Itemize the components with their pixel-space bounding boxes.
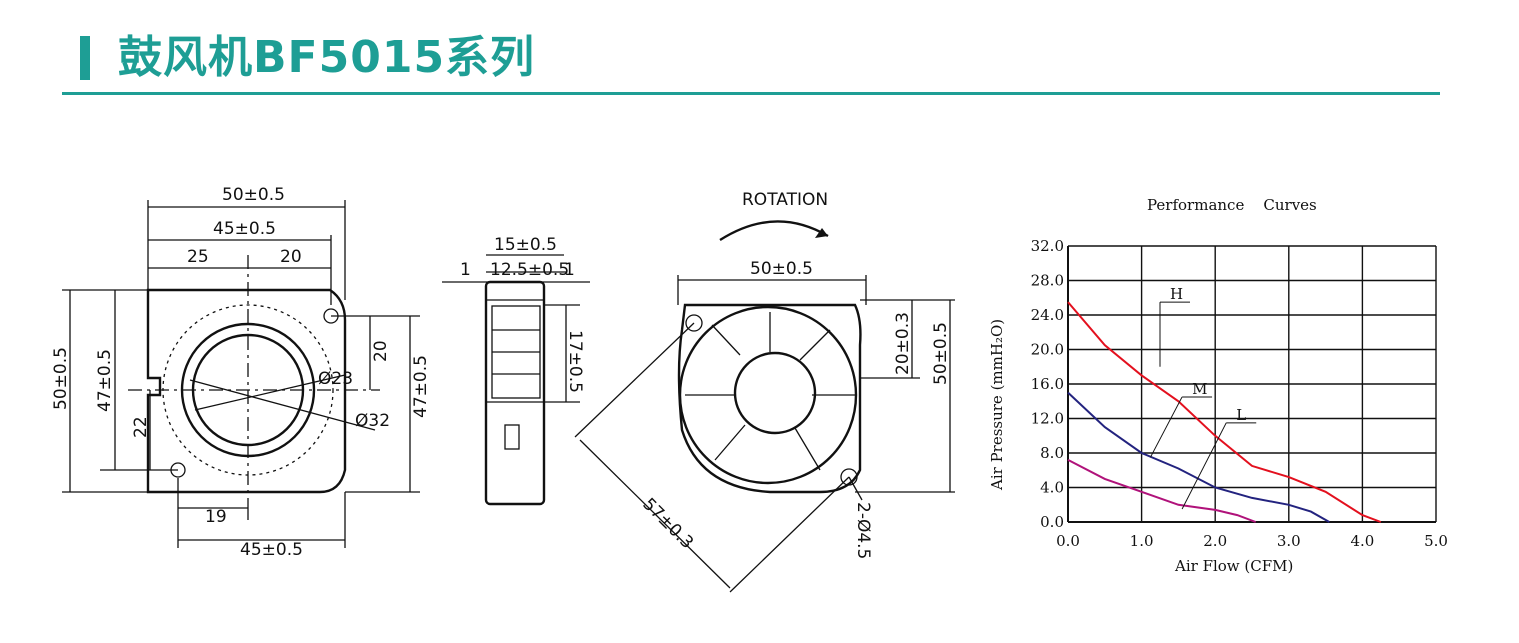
rot-label-h20: 20±0.3 — [893, 312, 913, 375]
title-accent-bar — [80, 36, 90, 80]
front-label-w50: 50±0.5 — [222, 185, 285, 205]
chart-y-tick-label: 4.0 — [1040, 479, 1064, 497]
chart-title: Performance Curves — [1147, 196, 1317, 214]
front-view: 50±0.5 45±0.5 25 20 50±0.5 47±0.5 22 20 … — [51, 185, 431, 560]
rot-blade-7 — [794, 427, 821, 471]
front-label-h47: 47±0.5 — [95, 349, 115, 412]
chart-y-tick-label: 24.0 — [1031, 306, 1064, 324]
chart-x-tick-label: 4.0 — [1350, 532, 1374, 550]
rot-hub — [733, 351, 817, 435]
rot-housing — [677, 303, 862, 494]
chart-y-tick-label: 0.0 — [1040, 513, 1064, 531]
chart-leader-L — [1181, 422, 1227, 510]
rot-ext-diag-1 — [574, 322, 695, 438]
front-label-b19: 19 — [205, 507, 227, 527]
chart-x-tick-label: 0.0 — [1056, 532, 1080, 550]
chart-series-line-L — [1067, 459, 1257, 523]
rotation-arrow-arc — [719, 220, 829, 242]
chart-series-line-H — [1067, 301, 1382, 523]
performance-chart: Performance Curves Air Flow (CFM) Air Pr… — [988, 196, 1448, 575]
chart-y-tick-label: 12.0 — [1031, 410, 1064, 428]
rot-hole-bottom — [840, 468, 858, 486]
side-body — [484, 280, 546, 506]
chart-series-line-M — [1067, 391, 1330, 523]
rotation-arrowhead — [815, 228, 828, 238]
front-label-w25: 25 — [187, 247, 209, 267]
chart-y-tick-label: 20.0 — [1031, 341, 1064, 359]
rot-label-h50: 50±0.5 — [931, 322, 951, 385]
rot-impeller-outer — [678, 305, 858, 485]
front-label-w45: 45±0.5 — [213, 219, 276, 239]
side-label-w12: 12.5±0.5 — [490, 260, 569, 280]
rot-blade-1 — [711, 324, 741, 356]
chart-y-tick-label: 28.0 — [1031, 272, 1064, 290]
front-leader-d32 — [189, 379, 376, 431]
chart-y-tick-label: 8.0 — [1040, 444, 1064, 462]
chart-series: H M L — [1067, 285, 1382, 523]
side-label-one-right: 1 — [564, 260, 575, 280]
side-label-one-left: 1 — [460, 260, 471, 280]
front-leader-d23 — [194, 374, 346, 411]
front-label-h50: 50±0.5 — [51, 347, 71, 410]
front-label-w20: 20 — [280, 247, 302, 267]
side-view: 15±0.5 12.5±0.5 1 1 17±0.5 — [442, 235, 590, 506]
chart-series-label-M: M — [1192, 380, 1207, 398]
rotation-view: ROTATION 50±0.5 20±0.3 50±0.5 57±0.3 2-Ø… — [574, 190, 955, 593]
page-title: 鼓风机BF5015系列 — [118, 32, 536, 83]
chart-ylabel: Air Pressure (mmH₂O) — [988, 319, 1006, 491]
chart-tick-labels: 0.0 1.0 2.0 3.0 4.0 5.0 0.0 4.0 8.0 12.0 16.0 20.0 2… — [1031, 237, 1448, 550]
chart-x-tick-label: 5.0 — [1424, 532, 1448, 550]
front-label-r20: 20 — [371, 340, 391, 362]
side-label-h17: 17±0.5 — [565, 330, 585, 393]
rotation-label: ROTATION — [742, 190, 828, 210]
chart-x-tick-label: 1.0 — [1130, 532, 1154, 550]
chart-x-tick-label: 3.0 — [1277, 532, 1301, 550]
front-label-b45: 45±0.5 — [240, 540, 303, 560]
rot-hole-top — [685, 314, 703, 332]
side-label-w15: 15±0.5 — [494, 235, 557, 255]
rot-label-w50: 50±0.5 — [750, 259, 813, 279]
rot-leader-holes — [848, 476, 863, 501]
chart-series-label-H: H — [1170, 285, 1183, 303]
rot-label-diag57: 57±0.3 — [638, 494, 697, 553]
chart-series-label-L: L — [1236, 406, 1246, 424]
chart-y-tick-label: 16.0 — [1031, 375, 1064, 393]
title-underline — [62, 92, 1440, 95]
rot-blade-3 — [799, 329, 831, 361]
rot-blade-6 — [714, 424, 746, 461]
front-label-r47: 47±0.5 — [411, 355, 431, 418]
chart-grid — [1067, 245, 1437, 523]
front-housing-outline — [146, 288, 347, 494]
chart-leader-M — [1149, 396, 1183, 458]
front-label-d23: Ø23 — [318, 369, 353, 389]
front-label-d32: Ø32 — [355, 411, 390, 431]
chart-xlabel: Air Flow (CFM) — [1174, 557, 1293, 575]
rot-ext-diag-2 — [729, 476, 850, 593]
front-label-h22: 22 — [131, 416, 151, 438]
side-connector — [504, 424, 520, 450]
chart-y-tick-label: 32.0 — [1031, 237, 1064, 255]
chart-x-tick-label: 2.0 — [1203, 532, 1227, 550]
rot-label-holes: 2-Ø4.5 — [853, 502, 873, 559]
rot-dim-diag57 — [579, 439, 731, 589]
